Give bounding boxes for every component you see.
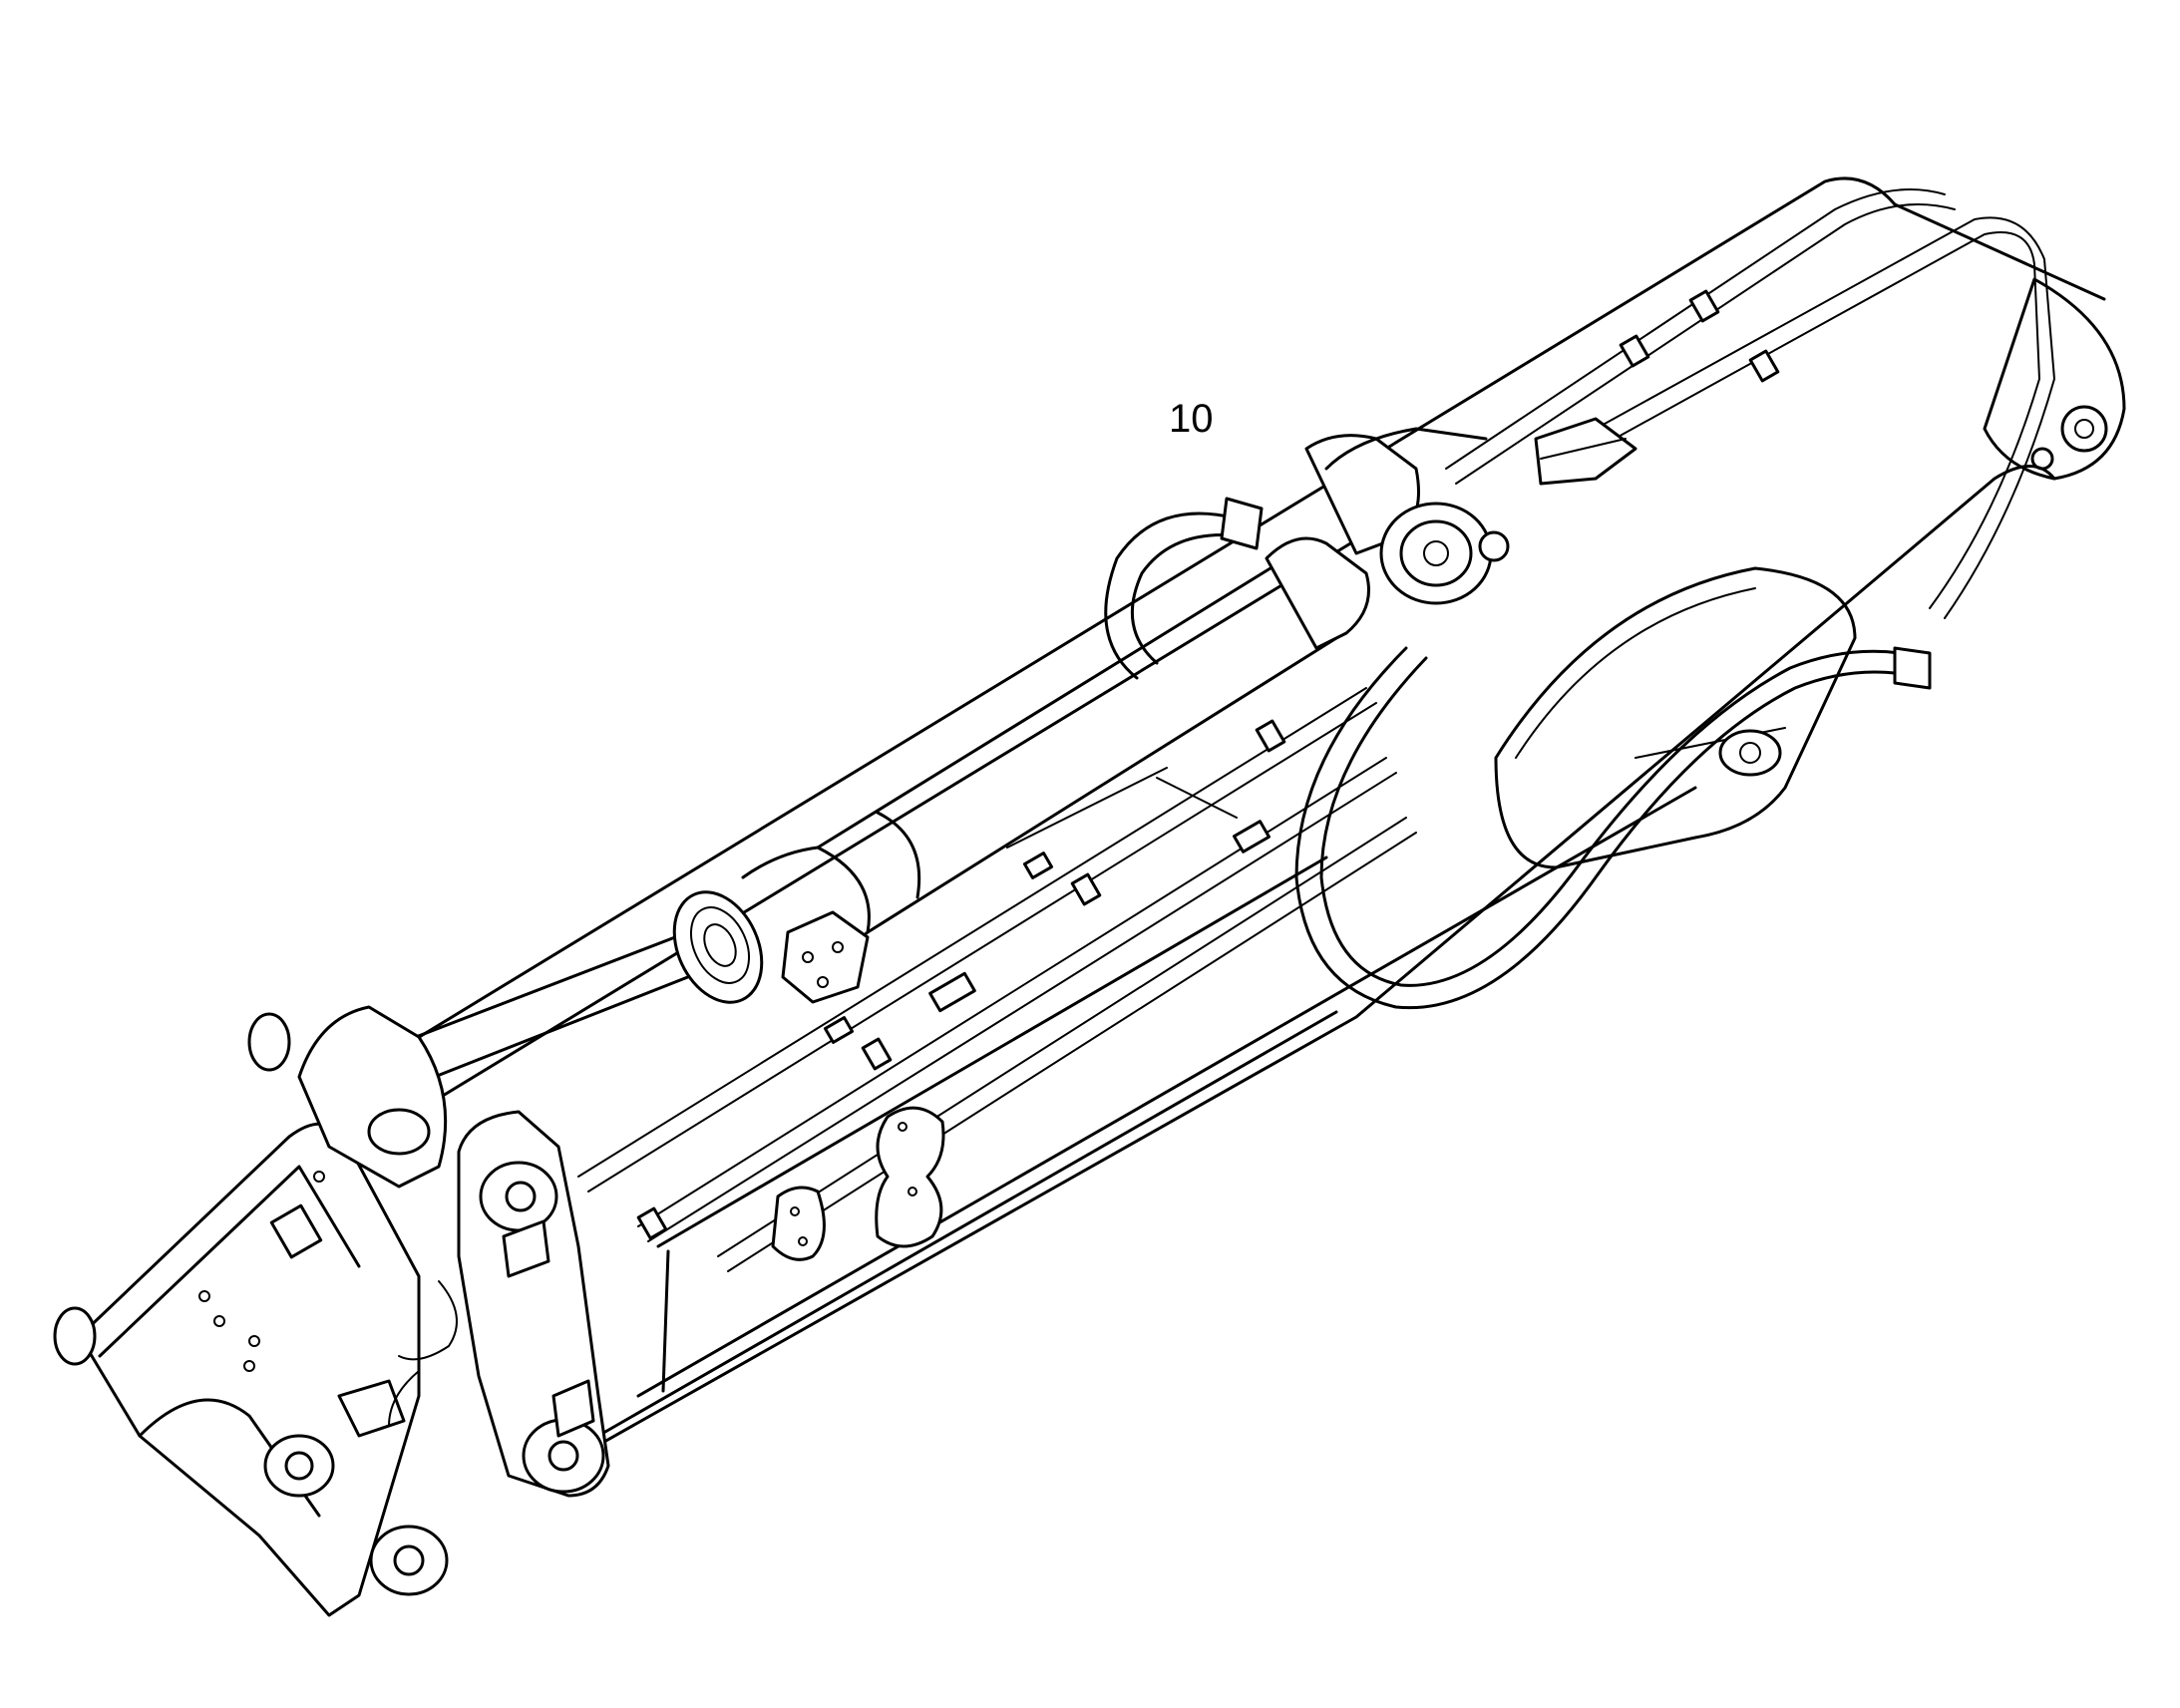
arm-body <box>327 176 2126 1453</box>
hydraulic-cylinder <box>362 536 1370 1099</box>
boom-pivot <box>1304 427 1510 605</box>
valve-block <box>1534 417 1637 486</box>
arm-plates <box>771 1106 945 1261</box>
callout-label-10: 10 <box>1169 397 1214 441</box>
bucket-linkage <box>53 1005 610 1617</box>
hoses <box>577 188 2055 1272</box>
